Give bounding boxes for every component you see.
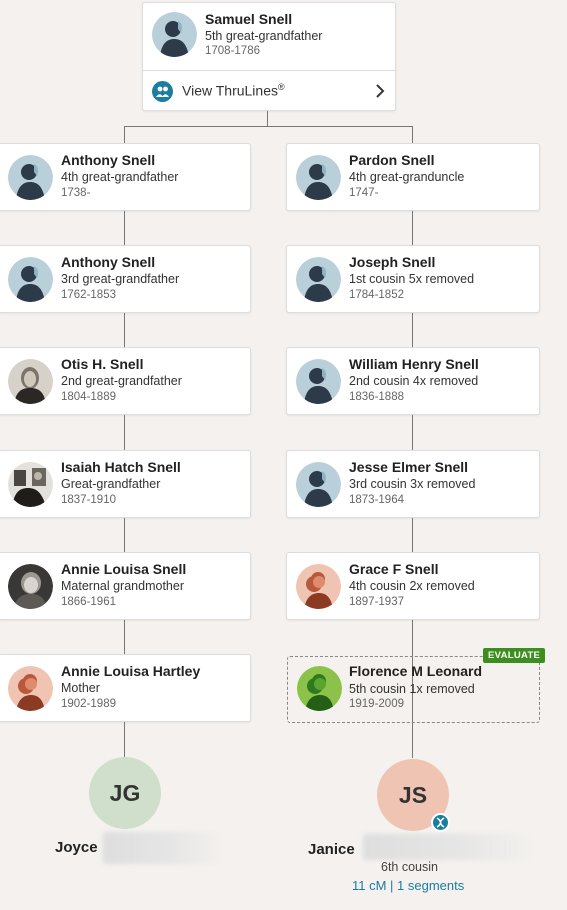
person-relationship: 2nd cousin 4x removed [349,374,479,388]
person-relationship: Mother [61,681,100,695]
root-ancestor-card[interactable]: Samuel Snell 5th great-grandfather 1708-… [142,2,396,111]
person-relationship: 5th cousin 1x removed [349,682,475,696]
male-silhouette-icon [296,155,341,200]
person-card-left-1[interactable]: Anthony Snell 3rd great-grandfather 1762… [0,245,251,313]
person-relationship: 4th great-granduncle [349,170,465,184]
person-years: 1873-1964 [349,494,404,506]
connector-horizontal [124,126,413,127]
female-silhouette-icon [296,564,341,609]
ancestor-name[interactable]: Samuel Snell [205,11,293,27]
ancestor-relationship: 5th great-grandfather [205,29,323,43]
person-years: 1837-1910 [61,494,116,506]
person-name[interactable]: Florence M Leonard [349,663,483,679]
connector-right-spine [412,126,413,758]
person-name[interactable]: Jesse Elmer Snell [349,459,469,475]
person-name[interactable]: Pardon Snell [349,152,435,168]
portrait-photo [8,462,53,507]
match-first-name: Janice [308,841,355,858]
portrait-photo [8,564,53,609]
self-first-name: Joyce [55,839,98,856]
person-name[interactable]: William Henry Snell [349,356,479,372]
person-name[interactable]: Annie Louisa Snell [61,561,187,577]
person-relationship: Great-grandfather [61,477,161,491]
self-avatar[interactable]: JG [89,757,161,829]
ancestor-years: 1708-1786 [205,45,260,57]
male-silhouette-icon [296,359,341,404]
person-card-right-1[interactable]: Joseph Snell 1st cousin 5x removed 1784-… [286,245,540,313]
dna-icon [431,813,450,832]
connector-root-down [267,110,268,127]
view-thrulines-label: View ThruLines® [182,82,285,99]
person-relationship: 1st cousin 5x removed [349,272,475,286]
person-card-left-5[interactable]: Annie Louisa Hartley Mother 1902-1989 [0,654,251,722]
portrait-photo [8,359,53,404]
male-silhouette-icon [8,155,53,200]
female-silhouette-icon [297,666,342,711]
person-card-left-2[interactable]: Otis H. Snell 2nd great-grandfather 1804… [0,347,251,415]
person-relationship: Maternal grandmother [61,579,184,593]
person-card-left-0[interactable]: Anthony Snell 4th great-grandfather 1738… [0,143,251,211]
male-silhouette-icon [296,257,341,302]
person-relationship: 3rd great-grandfather [61,272,180,286]
person-relationship: 2nd great-grandfather [61,374,182,388]
connector-left-spine [124,126,125,758]
person-years: 1897-1937 [349,596,404,608]
person-years: 1804-1889 [61,391,116,403]
person-card-right-2[interactable]: William Henry Snell 2nd cousin 4x remove… [286,347,540,415]
view-thrulines-button[interactable]: View ThruLines® [143,70,395,111]
person-name[interactable]: Otis H. Snell [61,356,144,372]
male-silhouette-icon [152,12,197,57]
person-years: 1762-1853 [61,289,116,301]
person-name[interactable]: Anthony Snell [61,254,156,270]
person-years: 1738- [61,187,91,199]
redacted-surname [103,832,221,864]
person-card-left-4[interactable]: Annie Louisa Snell Maternal grandmother … [0,552,251,620]
person-card-right-5-evaluate[interactable]: Florence M Leonard 5th cousin 1x removed… [287,656,540,723]
person-years: 1784-1852 [349,289,404,301]
female-silhouette-icon [8,666,53,711]
person-years: 1836-1888 [349,391,404,403]
evaluate-badge[interactable]: EVALUATE [483,648,546,663]
person-card-right-3[interactable]: Jesse Elmer Snell 3rd cousin 3x removed … [286,450,540,518]
shared-dna-link[interactable]: 11 cM | 1 segments [352,878,465,893]
person-name[interactable]: Annie Louisa Hartley [61,663,201,679]
person-years: 1902-1989 [61,698,116,710]
chevron-right-icon [376,84,385,98]
person-name[interactable]: Joseph Snell [349,254,436,270]
thrulines-icon [152,81,173,102]
person-card-right-0[interactable]: Pardon Snell 4th great-granduncle 1747- [286,143,540,211]
match-relationship: 6th cousin [381,860,438,874]
person-name[interactable]: Isaiah Hatch Snell [61,459,181,475]
person-years: 1866-1961 [61,596,116,608]
male-silhouette-icon [8,257,53,302]
person-years: 1747- [349,187,379,199]
person-relationship: 4th great-grandfather [61,170,179,184]
male-silhouette-icon [296,462,341,507]
person-relationship: 3rd cousin 3x removed [349,477,476,491]
person-relationship: 4th cousin 2x removed [349,579,475,593]
person-card-right-4[interactable]: Grace F Snell 4th cousin 2x removed 1897… [286,552,540,620]
person-name[interactable]: Grace F Snell [349,561,439,577]
redacted-surname [363,834,531,860]
person-card-left-3[interactable]: Isaiah Hatch Snell Great-grandfather 183… [0,450,251,518]
person-years: 1919-2009 [349,698,404,710]
person-name[interactable]: Anthony Snell [61,152,156,168]
